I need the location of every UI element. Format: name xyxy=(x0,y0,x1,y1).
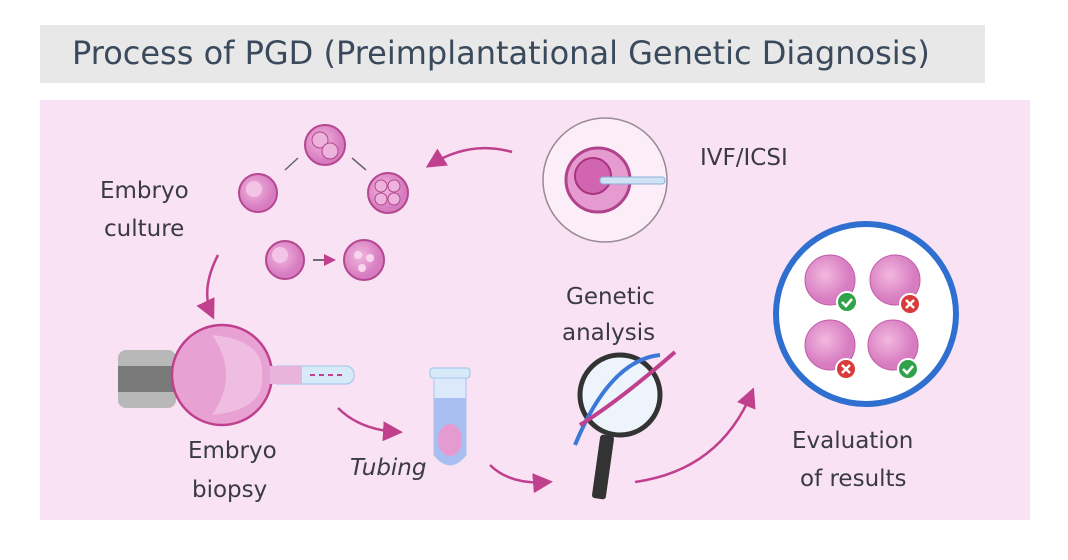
evaluation-dish xyxy=(773,221,959,407)
arrow-culture-to-biopsy xyxy=(196,254,220,320)
label-tubing: Tubing xyxy=(350,455,426,481)
check-icon xyxy=(836,291,858,313)
arrow-tubing-to-analysis xyxy=(489,464,553,494)
arrow-ivf-to-culture xyxy=(425,146,513,168)
tube-icon xyxy=(429,367,471,466)
arrow-analysis-to-evaluation xyxy=(634,387,756,484)
label-culture-1: Embryo xyxy=(100,178,189,204)
embryo-biopsy-illustration xyxy=(118,323,355,427)
check-icon xyxy=(897,358,919,380)
label-biopsy-2: biopsy xyxy=(192,477,267,503)
magnifier-dna-icon xyxy=(573,350,677,500)
label-evaluation-1: Evaluation xyxy=(792,428,913,454)
cross-icon xyxy=(835,358,857,380)
cross-icon xyxy=(899,293,921,315)
embryo-culture-illustration xyxy=(238,124,409,281)
arrow-biopsy-to-tubing xyxy=(337,407,403,442)
label-ivf: IVF/ICSI xyxy=(700,145,788,171)
label-evaluation-2: of results xyxy=(800,466,907,492)
label-analysis-2: analysis xyxy=(562,320,655,346)
ivf-illustration xyxy=(542,117,668,243)
label-biopsy-1: Embryo xyxy=(188,438,277,464)
label-analysis-1: Genetic xyxy=(566,284,655,310)
page-title: Process of PGD (Preimplantational Geneti… xyxy=(72,34,930,72)
label-culture-2: culture xyxy=(104,216,184,242)
title-bar: Process of PGD (Preimplantational Geneti… xyxy=(40,25,985,83)
